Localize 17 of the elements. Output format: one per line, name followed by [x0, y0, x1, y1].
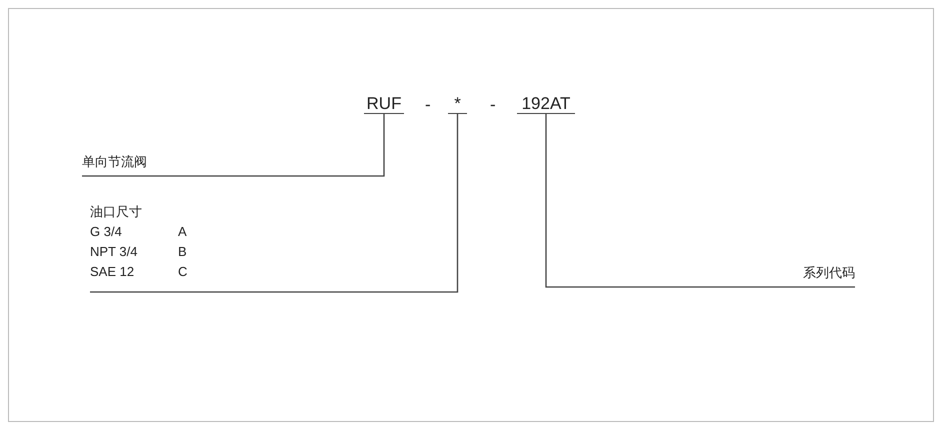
option-heading: 油口尺寸	[90, 203, 142, 221]
separator-dash: -	[490, 95, 496, 115]
code-segment: RUF	[364, 94, 404, 114]
port-size-text: G 3/4	[90, 223, 122, 241]
description-text: 系列代码	[775, 263, 855, 285]
description-text: 单向节流阀	[82, 152, 202, 174]
port-size-text: NPT 3/4	[90, 243, 138, 261]
option-code: A	[178, 223, 187, 241]
separator-dash: -	[425, 95, 431, 115]
code-segment: *	[448, 94, 467, 114]
option-code: C	[178, 263, 188, 281]
port-size-text: SAE 12	[90, 263, 134, 281]
leader-line	[82, 114, 385, 177]
option-code: B	[178, 243, 187, 261]
leader-line	[545, 114, 855, 288]
leader-line	[90, 114, 458, 293]
code-segment: 192AT	[517, 94, 575, 114]
